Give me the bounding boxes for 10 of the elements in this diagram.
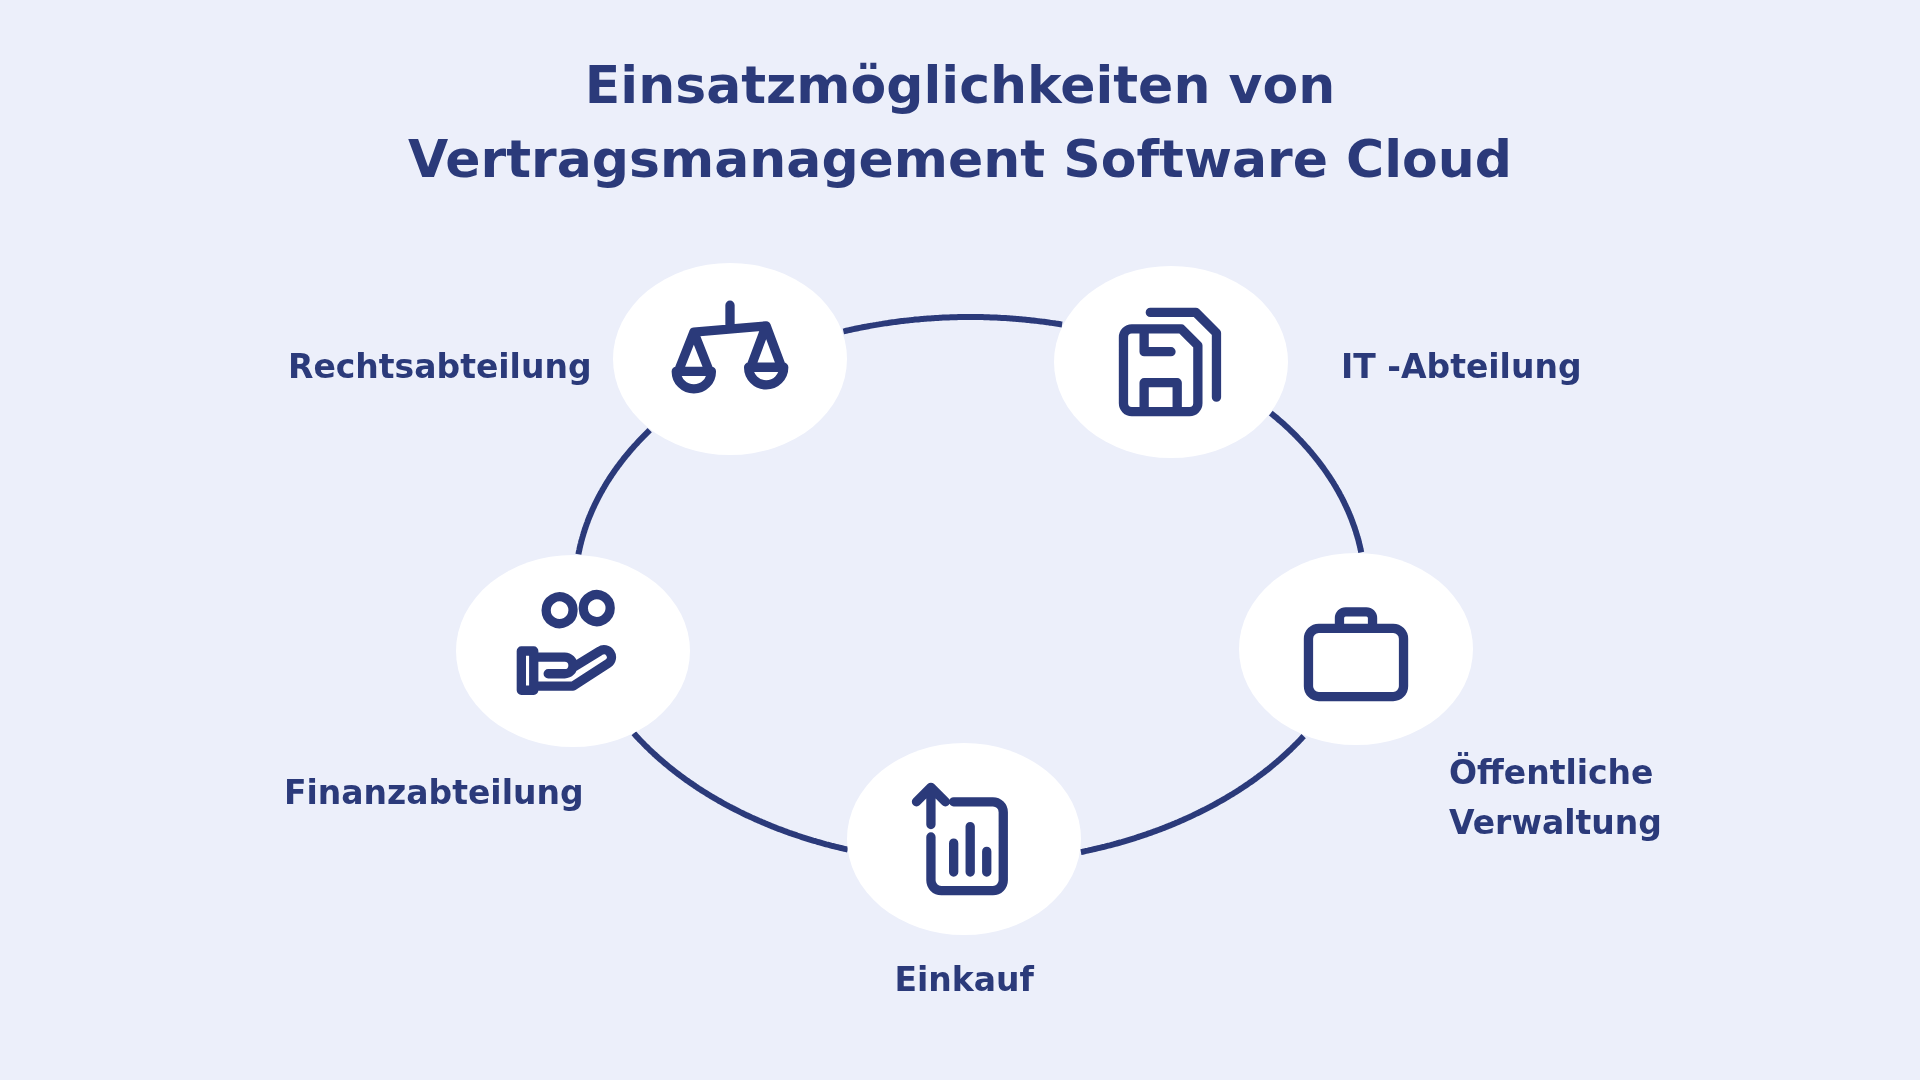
department-label: Rechtsabteilung bbox=[288, 346, 592, 388]
department-label: IT -Abteilung bbox=[1341, 346, 1582, 388]
connector-arc bbox=[841, 314, 1064, 335]
title: Einsatzmöglichkeiten von Vertragsmanagement Software Cloud bbox=[406, 54, 1514, 191]
connector-arc bbox=[631, 731, 849, 853]
department-label: Finanzabteilung bbox=[284, 772, 584, 814]
department-label: Öffentliche Verwaltung bbox=[1449, 751, 1663, 844]
connector-arc bbox=[1268, 410, 1365, 555]
department-label: Einkauf bbox=[894, 959, 1034, 1001]
connector-arc bbox=[1079, 734, 1306, 855]
